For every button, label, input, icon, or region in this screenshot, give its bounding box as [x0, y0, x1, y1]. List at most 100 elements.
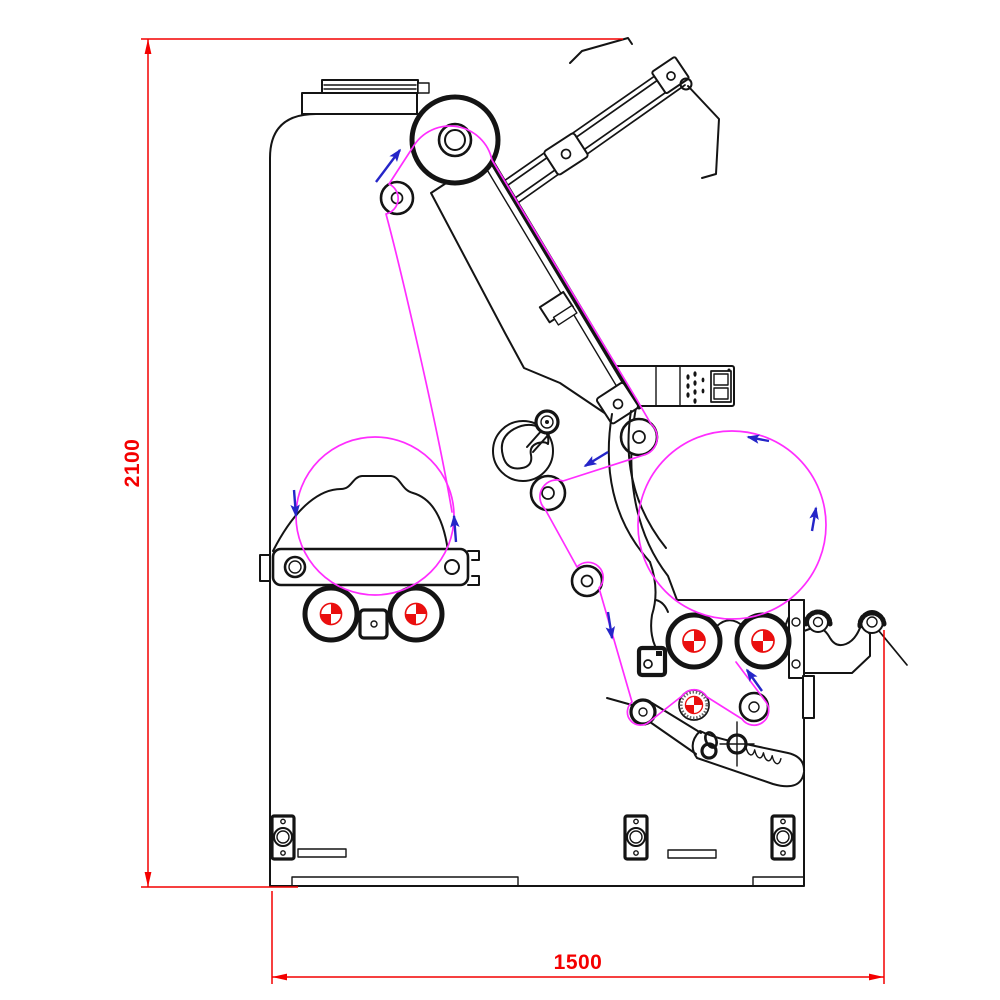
- idler-b-shaft: [580, 574, 594, 588]
- motor-connector: [710, 370, 732, 403]
- dimension-arrowhead: [869, 973, 884, 981]
- cradle-saddle: [272, 475, 449, 552]
- web-direction-arrow: [583, 450, 609, 468]
- rotation-arrows: [290, 148, 819, 692]
- cradle-clamp: [259, 554, 271, 582]
- rail-base-block: [301, 92, 418, 115]
- rail-clamp-bracket: [538, 290, 578, 326]
- dancer-assembly: [492, 409, 560, 482]
- link-ring: [700, 742, 718, 760]
- drive-motor: [611, 365, 735, 407]
- rewind-roll-web: [637, 430, 827, 620]
- foot: [623, 814, 649, 861]
- nip-spacer-hole: [370, 620, 378, 628]
- idler-a-shaft: [541, 486, 555, 500]
- frame-arm-edge: [607, 413, 651, 563]
- rewind-cradle: [636, 599, 815, 719]
- lever-link: [606, 697, 633, 706]
- exit-roller-shaft: [866, 616, 878, 628]
- motor-connector-slot: [713, 373, 729, 386]
- mast-head-block: [651, 56, 690, 95]
- side-plate-hole: [791, 617, 801, 627]
- base-slot: [667, 849, 717, 859]
- dimension-arrowhead: [144, 872, 152, 887]
- idler-b-rim: [570, 564, 604, 598]
- platen-rail-inner: [479, 157, 633, 413]
- pivot-bracket: [596, 382, 639, 425]
- web-direction-arrow: [605, 611, 615, 640]
- entry-idler-roller: [379, 180, 415, 216]
- wire-hook-right: [687, 85, 720, 179]
- base-strip-left: [291, 876, 519, 887]
- sensor-eye: [643, 659, 653, 669]
- datum-symbol: [319, 602, 343, 626]
- unwind-nip-rollers: [302, 585, 445, 643]
- motor-connector-slot: [713, 387, 729, 400]
- print-unit: [430, 149, 642, 425]
- top-web-roller: [409, 94, 589, 186]
- knurled-rim: [679, 690, 709, 720]
- leveling-feet: [270, 814, 796, 861]
- web-route: [385, 125, 770, 726]
- roller-bracket: [543, 132, 589, 176]
- platen-rail-edge: [483, 149, 642, 410]
- unwind-cradle: [259, 475, 480, 587]
- wire-hook-left: [569, 37, 633, 64]
- foot: [770, 814, 796, 861]
- rewind-rotation-arrow: [809, 506, 819, 532]
- sensor-tab: [656, 651, 662, 656]
- lever-edge: [651, 702, 702, 734]
- datum-symbol: [682, 629, 706, 653]
- rail-end-tab: [417, 82, 430, 94]
- exit-roller-shaft: [812, 616, 824, 628]
- idler-c-shaft: [632, 430, 646, 444]
- exit-guide: [803, 609, 908, 674]
- cradle-hole-right: [444, 559, 460, 575]
- spring-coil: [803, 609, 833, 627]
- base-slot: [297, 848, 347, 858]
- rewind-nip-rollers: [665, 612, 792, 670]
- top-linear-rail: [301, 79, 430, 115]
- width-dimension-label: 1500: [554, 951, 603, 974]
- cradle-hole-ring: [283, 555, 307, 579]
- guide-wire: [878, 630, 908, 666]
- dimension-width: 1500: [271, 630, 885, 984]
- ratchet-teeth: [745, 746, 782, 765]
- datum-symbol: [404, 602, 428, 626]
- dancer-pivot: [540, 415, 554, 429]
- dimension-arrowhead: [144, 39, 152, 54]
- height-dimension-label: 2100: [121, 439, 144, 488]
- datum-symbol: [751, 629, 775, 653]
- unwind-rotation-arrow: [450, 514, 460, 543]
- dancer-arm: [532, 433, 550, 453]
- lever-roller-right: [738, 691, 770, 723]
- lever-roller-left-shaft: [638, 707, 648, 717]
- motor-vents: [686, 371, 705, 404]
- motor-screw: [727, 368, 731, 372]
- idler-rim: [379, 180, 415, 216]
- unwind-rotation-arrow: [290, 489, 300, 518]
- top-roller-hub: [437, 122, 473, 158]
- cradle-bar: [271, 547, 470, 587]
- rewind-rotation-arrow: [746, 434, 770, 444]
- dimension-arrowhead: [272, 973, 287, 981]
- cradle-hole: [288, 560, 302, 574]
- mast-head-pin: [666, 71, 676, 81]
- lever-roller-right-shaft: [748, 701, 760, 713]
- web-direction-arrow: [375, 148, 401, 183]
- dimension-height: 2100: [121, 38, 623, 888]
- web-direction-arrow: [746, 668, 763, 692]
- cradle-fork: [467, 550, 480, 586]
- idler-a-rim: [529, 474, 567, 512]
- mast-pulley: [679, 77, 693, 91]
- cradle-shoulder-left: [655, 599, 669, 613]
- base-strip-right: [752, 876, 805, 887]
- spring-coil: [857, 610, 887, 629]
- frame-arm-edge: [627, 410, 667, 549]
- rail-carriage: [321, 79, 419, 94]
- side-plate-hole: [791, 659, 801, 669]
- nip-spacer-block: [358, 608, 389, 640]
- top-roller-shaft: [444, 129, 466, 151]
